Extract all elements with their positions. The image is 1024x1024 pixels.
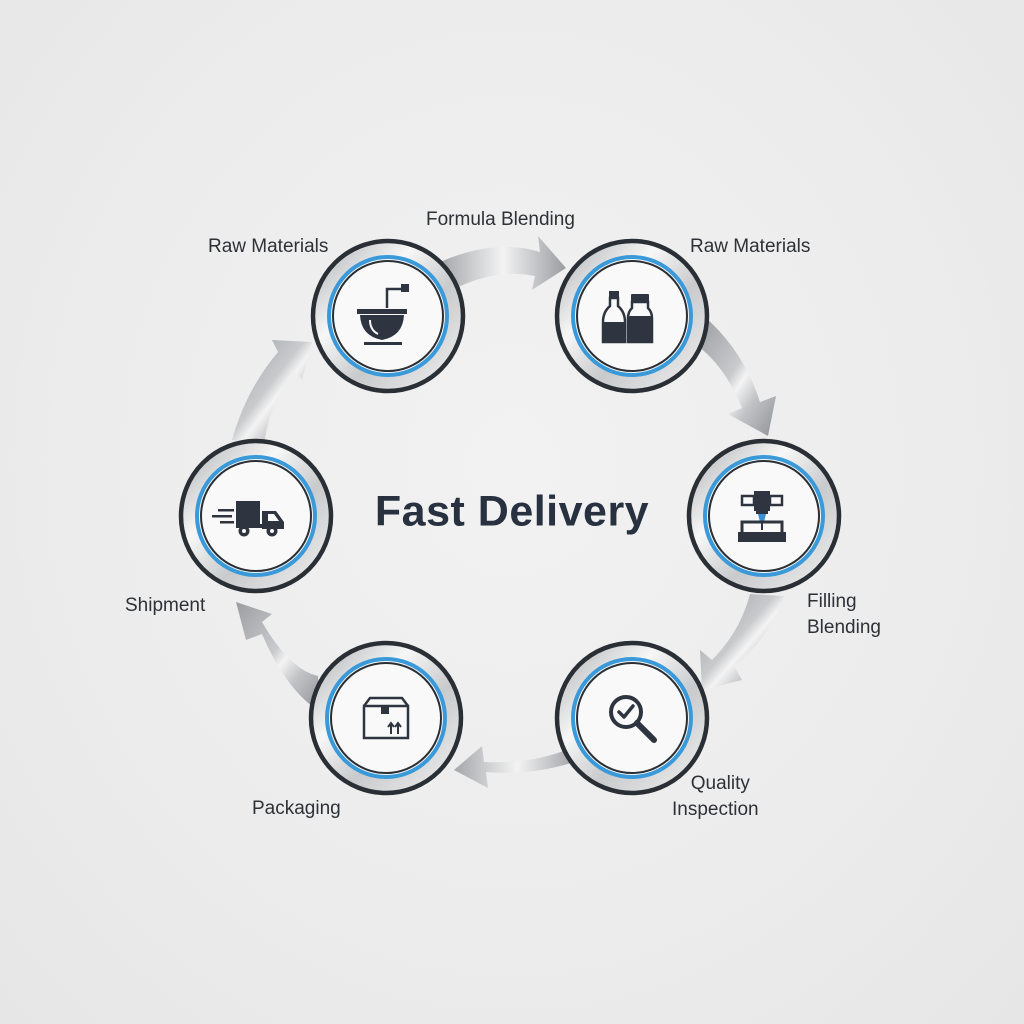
node-label-mixing: Raw Materials — [208, 234, 328, 260]
node-label-filling: Filling Blending — [807, 589, 881, 641]
label-line: Quality — [690, 773, 750, 794]
arrow-filling-to-inspection — [700, 594, 784, 690]
package-box-icon — [362, 696, 410, 740]
label-line: Blending — [807, 617, 881, 638]
node-label-shipment: Shipment — [125, 593, 205, 619]
label-line: Raw Materials — [208, 236, 329, 257]
node-label-inspection: Quality Inspection — [672, 771, 759, 823]
label-line: Shipment — [125, 595, 206, 616]
magnifier-check-icon — [609, 695, 657, 743]
arrow-label-formula-blending: Formula Blending — [426, 207, 575, 233]
label-line: Raw Materials — [690, 236, 811, 257]
label-line: Filling — [807, 591, 857, 612]
delivery-truck-icon — [212, 501, 284, 537]
mixing-bowl-icon — [357, 284, 409, 345]
arrow-bottles-to-filling — [698, 318, 776, 436]
arrow-packaging-to-shipment — [236, 602, 320, 712]
filling-machine-icon — [738, 491, 786, 542]
label-line: Packaging — [252, 798, 341, 819]
arrow-shipment-to-mixing — [232, 340, 312, 444]
label-line: Inspection — [672, 799, 759, 820]
center-title: Fast Delivery — [374, 487, 650, 536]
arrow-mixing-to-bottles — [440, 236, 566, 290]
node-label-packaging: Packaging — [252, 796, 341, 822]
arrow-inspection-to-packaging — [454, 746, 580, 788]
label-line: Formula Blending — [426, 209, 575, 230]
node-label-bottles: Raw Materials — [690, 234, 810, 260]
bottles-icon — [601, 291, 654, 344]
node-ring-bottles — [554, 238, 710, 394]
